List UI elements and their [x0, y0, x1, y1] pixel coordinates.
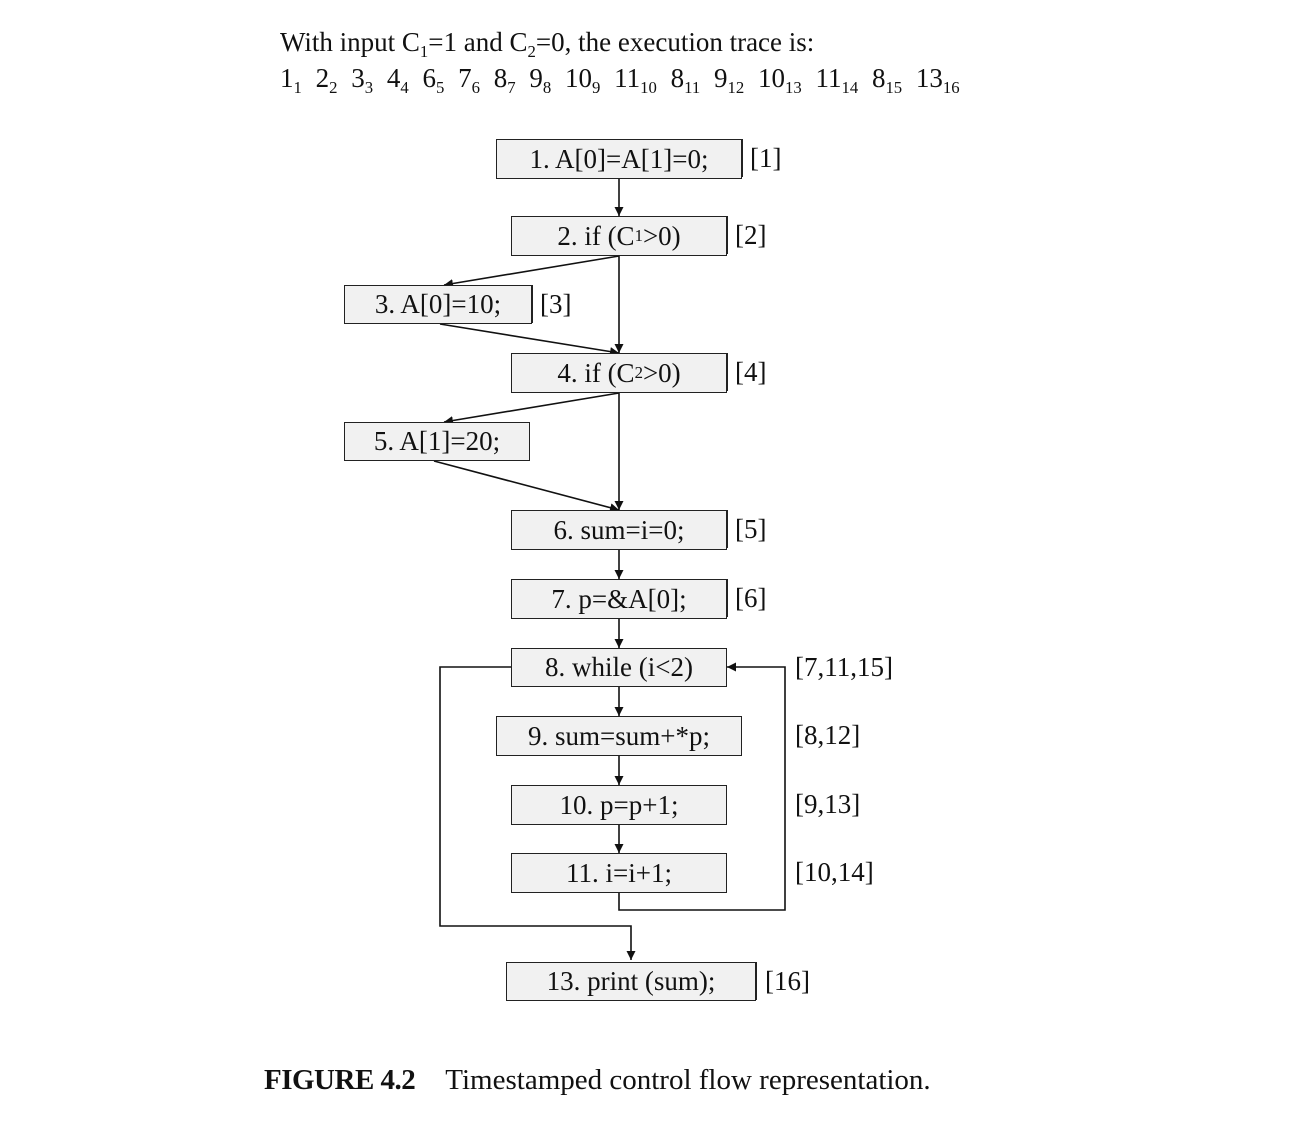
node-10: 10. p=p+1;: [511, 785, 727, 825]
trace-token: 1114: [815, 63, 859, 97]
timestamp-8: [7,11,15]: [795, 652, 893, 682]
node-5: 5. A[1]=20;: [344, 422, 530, 461]
trace-token: 87: [493, 63, 516, 97]
trace-token: 811: [670, 63, 701, 97]
edge-3-4: [439, 323, 620, 357]
edge-4-5: [443, 392, 620, 425]
timestamp-4: [4]: [727, 353, 766, 391]
timestamp-1: [1]: [742, 139, 781, 177]
trace-token: 11: [280, 63, 302, 97]
node-9: 9. sum=sum+*p;: [496, 716, 742, 756]
trace-token: 1110: [614, 63, 657, 97]
trace-token: 109: [565, 63, 601, 97]
trace-token: 912: [713, 63, 745, 97]
node-11: 11. i=i+1;: [511, 853, 727, 893]
edge-11-8-loop: [618, 662, 786, 911]
node-1: 1. A[0]=A[1]=0;: [496, 139, 742, 179]
timestamp-9: [8,12]: [795, 720, 861, 750]
timestamp-3: [3]: [532, 285, 571, 323]
trace-token: 815: [871, 63, 903, 97]
node-13: 13. print (sum);: [506, 962, 756, 1001]
timestamp-7: [6]: [727, 579, 766, 617]
figure-caption-text: Timestamped control flow representation.: [445, 1064, 931, 1096]
trace-token: 98: [529, 63, 552, 97]
trace-intro: With input C1=1 and C2=0, the execution …: [280, 27, 815, 61]
trace-token: 33: [351, 63, 374, 97]
node-6: 6. sum=i=0;: [511, 510, 727, 550]
node-7: 7. p=&A[0];: [511, 579, 727, 619]
timestamp-6: [5]: [727, 510, 766, 548]
timestamp-11: [10,14]: [795, 857, 874, 887]
trace-token: 76: [458, 63, 480, 97]
edge-2-3: [443, 255, 620, 288]
figure-number: FIGURE 4.2: [264, 1064, 416, 1096]
timestamp-2: [2]: [727, 216, 766, 254]
edge-8-13-exit: [439, 666, 636, 960]
edge-5-6: [433, 460, 620, 513]
timestamp-10: [9,13]: [795, 789, 861, 819]
execution-trace: 11 22 33 44 65 76 87 98 109 1110 811 912…: [280, 60, 967, 96]
timestamp-13: [16]: [756, 962, 810, 1000]
trace-token: 44: [386, 63, 409, 97]
trace-token: 1316: [915, 63, 960, 97]
node-3: 3. A[0]=10;: [344, 285, 532, 324]
trace-token: 1013: [757, 63, 802, 97]
trace-token: 65: [422, 63, 445, 97]
node-8: 8. while (i<2): [511, 648, 727, 687]
figure-caption: FIGURE 4.2 Timestamped control flow repre…: [264, 1064, 931, 1097]
trace-token: 22: [315, 63, 338, 97]
